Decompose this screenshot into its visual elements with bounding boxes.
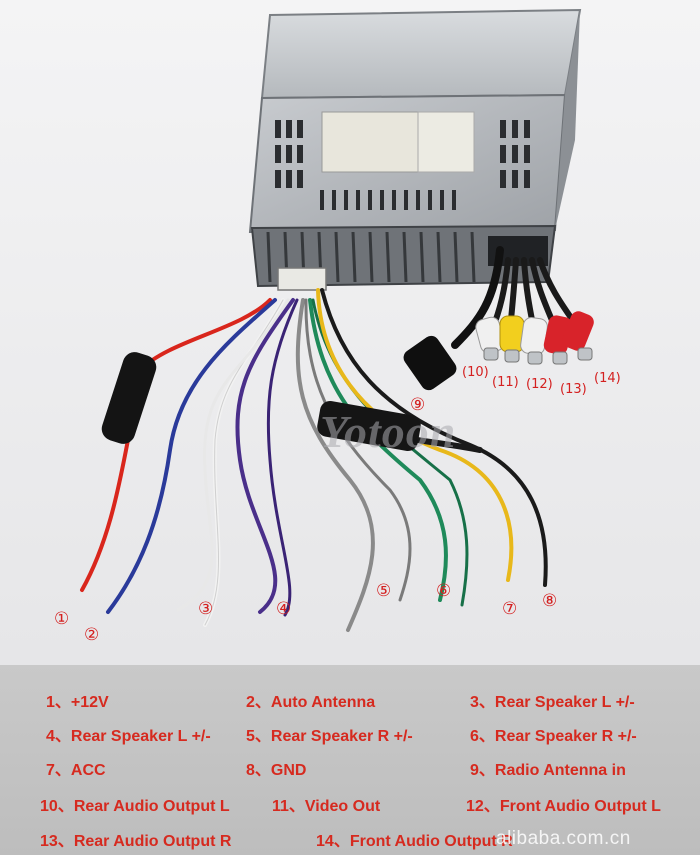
antenna-plug <box>403 335 457 391</box>
legend-item-9: 9、Radio Antenna in <box>470 762 626 779</box>
legend-item-10: 10、Rear Audio Output L <box>40 798 230 815</box>
callout-12: (12) <box>526 377 553 392</box>
callout-13: (13) <box>560 382 587 397</box>
inline-filter <box>317 401 421 451</box>
rca-plug-12 <box>520 317 548 355</box>
spec-label-right <box>417 111 475 173</box>
heatsink-fins <box>266 231 476 283</box>
callout-10: (10) <box>462 365 489 380</box>
site-watermark: alibaba.com.cn <box>496 828 631 849</box>
wire-7-yellow <box>316 288 514 582</box>
callout-8: ⑧ <box>542 591 557 611</box>
callout-7: ⑦ <box>502 599 517 619</box>
legend-item-6: 6、Rear Speaker R +/- <box>470 728 637 745</box>
callout-5: ⑤ <box>376 581 391 601</box>
callout-4: ④ <box>276 599 291 619</box>
rca-plugs <box>475 311 594 365</box>
iso-connector <box>277 267 327 291</box>
wire-4-purple-b <box>266 298 299 617</box>
callout-3: ③ <box>198 599 213 619</box>
legend-item-3: 3、Rear Speaker L +/- <box>470 694 635 711</box>
legend-item-14: 14、Front Audio Output R <box>316 833 513 850</box>
wire-6-green <box>308 298 448 602</box>
wire-8-black <box>320 288 548 587</box>
side-panel <box>555 10 580 230</box>
fuse-holder <box>101 352 157 444</box>
vent-slots <box>275 120 530 210</box>
legend-item-4: 4、Rear Speaker L +/- <box>46 728 211 745</box>
top-plate <box>260 8 582 100</box>
legend-item-11: 11、Video Out <box>272 798 381 815</box>
rca-plug-13 <box>562 311 594 351</box>
callout-14: (14) <box>594 371 621 386</box>
legend-panel: 1、+12V 2、Auto Antenna 3、Rear Speaker L +… <box>0 665 700 855</box>
brand-logo-watermark: Yotoon <box>320 406 457 457</box>
wire-3-white-black <box>176 298 290 612</box>
legend-item-1: 1、+12V <box>46 694 109 711</box>
head-unit <box>248 8 582 291</box>
legend-item-13: 13、Rear Audio Output R <box>40 833 232 850</box>
wire-2-blue <box>106 298 277 614</box>
legend-item-8: 8、GND <box>246 762 307 779</box>
callouts: ① ② ③ ④ ⑤ ⑥ ⑦ ⑧ ⑨ (10) (11) (12) (13) (1… <box>54 365 621 645</box>
callout-9: ⑨ <box>410 395 425 415</box>
wires <box>80 246 579 632</box>
wire-1-red-lead <box>80 438 130 592</box>
callout-2: ② <box>84 625 99 645</box>
wire-5-gray <box>295 298 375 632</box>
wire-5-gray-b <box>304 298 412 602</box>
legend-item-2: 2、Auto Antenna <box>246 694 376 711</box>
wire-9-antenna <box>451 246 504 349</box>
wire-4-purple <box>235 298 295 614</box>
callout-6: ⑥ <box>436 581 451 601</box>
legend-item-12: 12、Front Audio Output L <box>466 798 661 815</box>
callout-1: ① <box>54 609 69 629</box>
callout-11: (11) <box>492 375 519 390</box>
legend-item-7: 7、ACC <box>46 762 106 779</box>
wiring-photo: ① ② ③ ④ ⑤ ⑥ ⑦ ⑧ ⑨ (10) (11) (12) (13) (1… <box>0 0 700 665</box>
legend-item-5: 5、Rear Speaker R +/- <box>246 728 413 745</box>
